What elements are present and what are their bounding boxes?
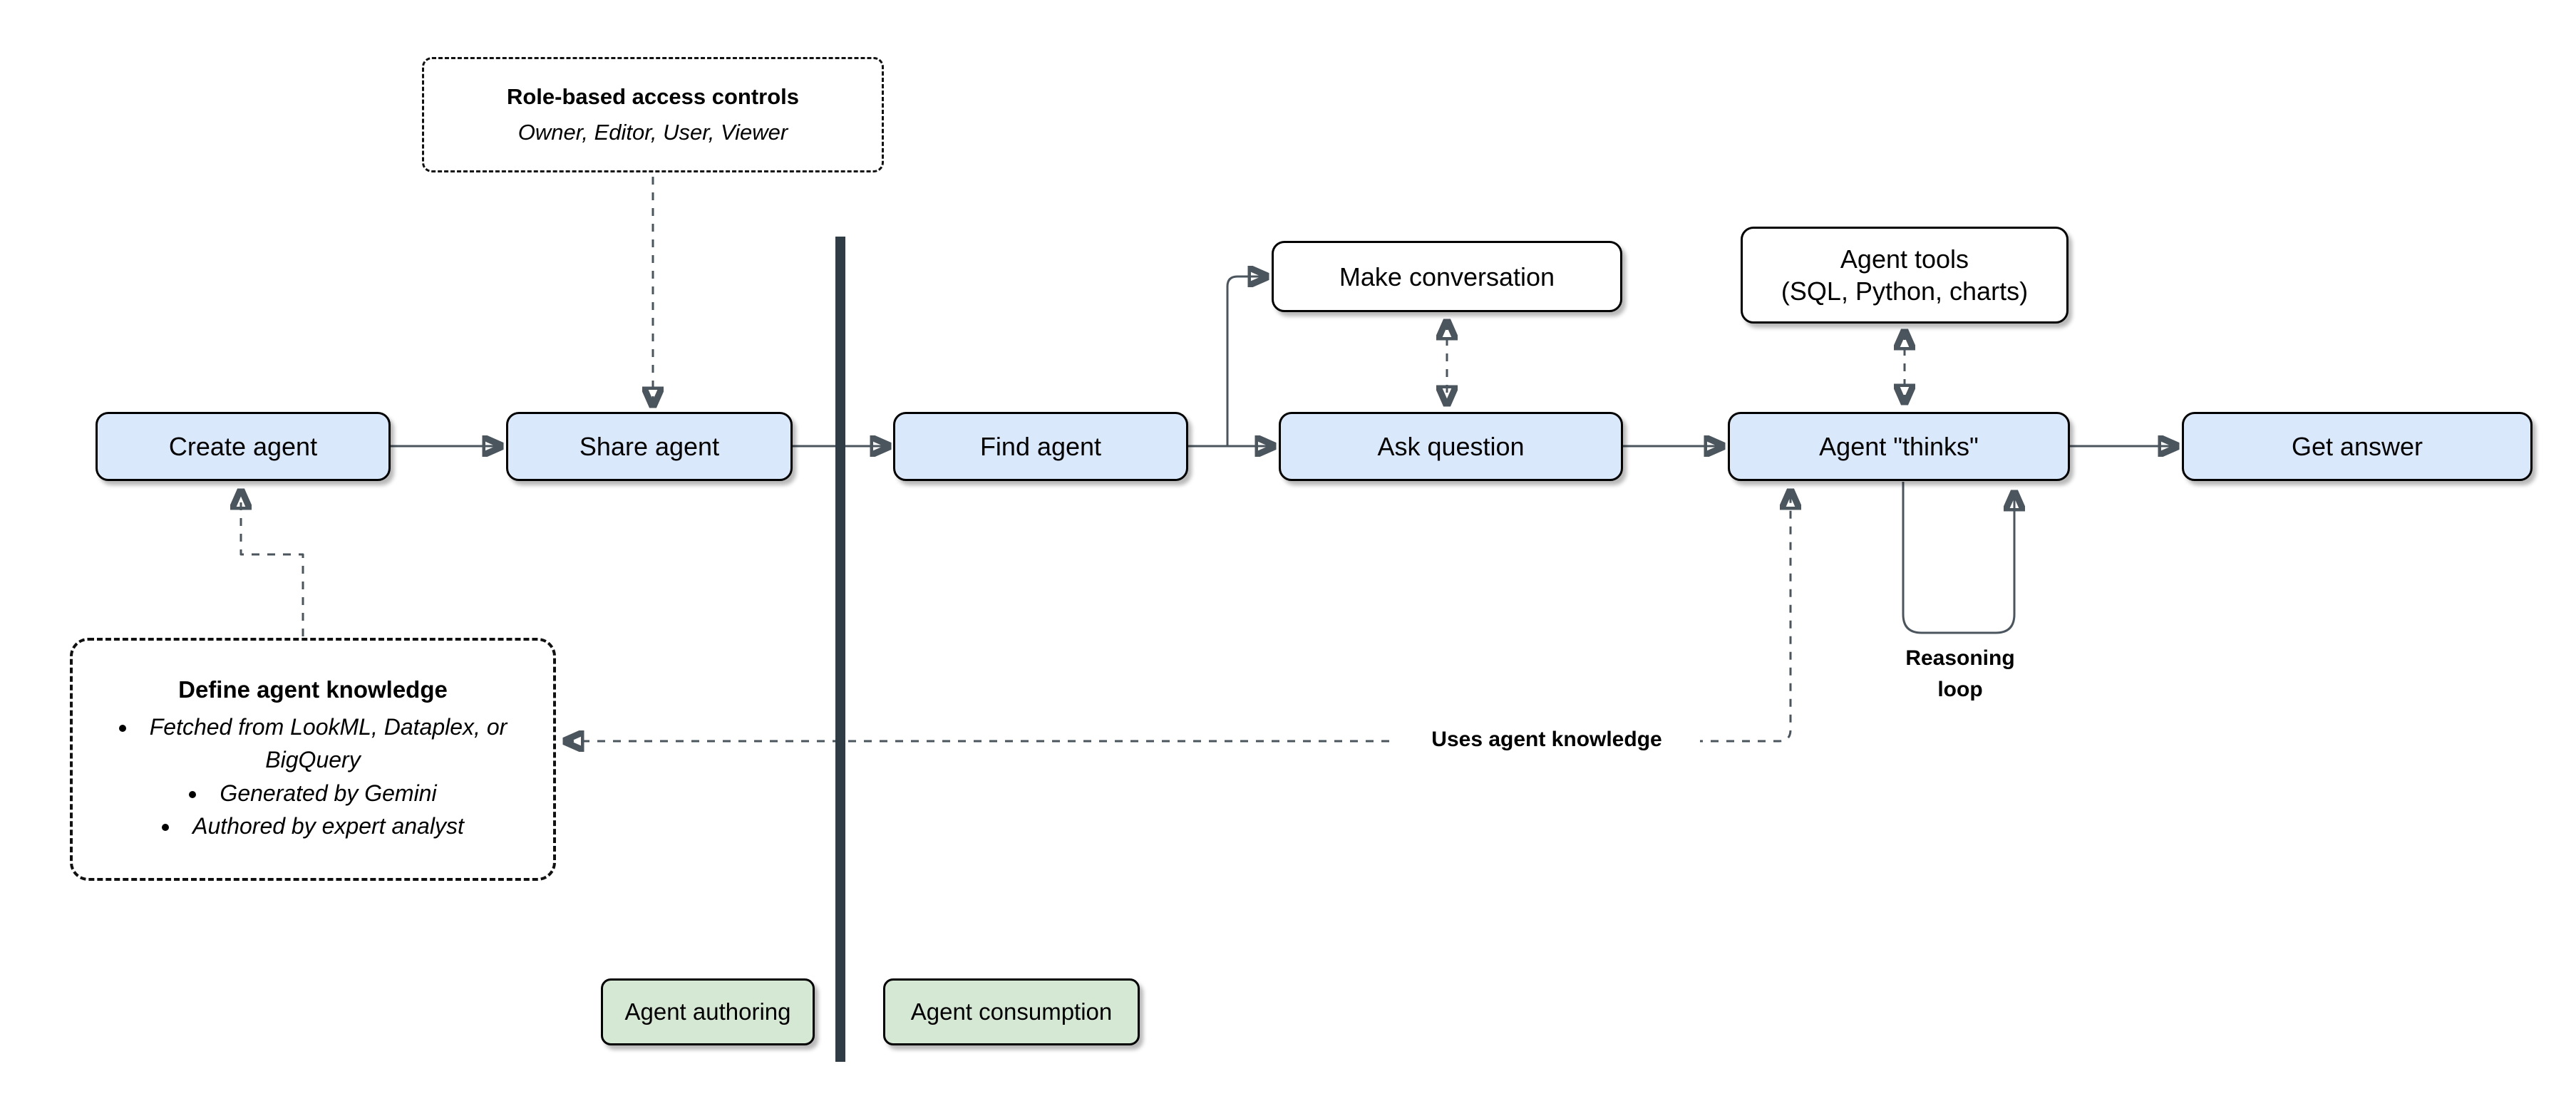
define-knowledge-title: Define agent knowledge [178, 676, 448, 703]
lane-tag-agent-authoring-label: Agent authoring [624, 998, 791, 1025]
annotation-role-based-access: Role-based access controls Owner, Editor… [422, 57, 884, 172]
lane-divider [835, 237, 845, 1062]
knowledge-bullet-gemini: Generated by Gemini [90, 777, 536, 810]
node-ask-question: Ask question [1279, 412, 1623, 481]
lane-tag-agent-authoring: Agent authoring [601, 978, 815, 1045]
connector-uses-agent-knowledge [566, 492, 1791, 741]
node-share-agent: Share agent [506, 412, 793, 481]
node-get-answer-label: Get answer [2291, 432, 2423, 461]
role-access-title: Role-based access controls [506, 84, 800, 109]
connector-find-to-make-conversation [1226, 276, 1266, 446]
node-find-agent-label: Find agent [979, 432, 1102, 461]
node-find-agent: Find agent [893, 412, 1188, 481]
node-create-agent-label: Create agent [168, 432, 318, 461]
node-agent-thinks-label: Agent "thinks" [1819, 432, 1979, 461]
node-create-agent: Create agent [96, 412, 391, 481]
node-share-agent-label: Share agent [579, 432, 720, 461]
connector-knowledge-to-create [241, 492, 304, 636]
node-ask-question-label: Ask question [1377, 432, 1525, 461]
node-agent-thinks: Agent "thinks" [1728, 412, 2070, 481]
knowledge-bullet-sources: Fetched from LookML, Dataplex, or BigQue… [90, 710, 536, 777]
node-get-answer: Get answer [2182, 412, 2533, 481]
node-agent-tools-label: Agent tools (SQL, Python, charts) [1781, 244, 2029, 306]
uses-agent-knowledge-label: Uses agent knowledge [1393, 724, 1700, 755]
lane-tag-agent-consumption: Agent consumption [883, 978, 1140, 1045]
lane-tag-agent-consumption-label: Agent consumption [910, 998, 1113, 1025]
reasoning-loop-label: Reasoning loop [1905, 646, 2015, 701]
annotation-define-agent-knowledge: Define agent knowledge Fetched from Look… [70, 638, 556, 881]
knowledge-bullet-analyst: Authored by expert analyst [90, 810, 536, 842]
node-agent-tools: Agent tools (SQL, Python, charts) [1741, 227, 2068, 324]
role-access-roles: Owner, Editor, User, Viewer [517, 120, 788, 145]
connector-reasoning-loop [1902, 482, 2014, 634]
node-make-conversation-label: Make conversation [1339, 262, 1555, 291]
node-make-conversation: Make conversation [1272, 241, 1622, 312]
define-knowledge-bullet-list: Fetched from LookML, Dataplex, or BigQue… [73, 710, 553, 843]
